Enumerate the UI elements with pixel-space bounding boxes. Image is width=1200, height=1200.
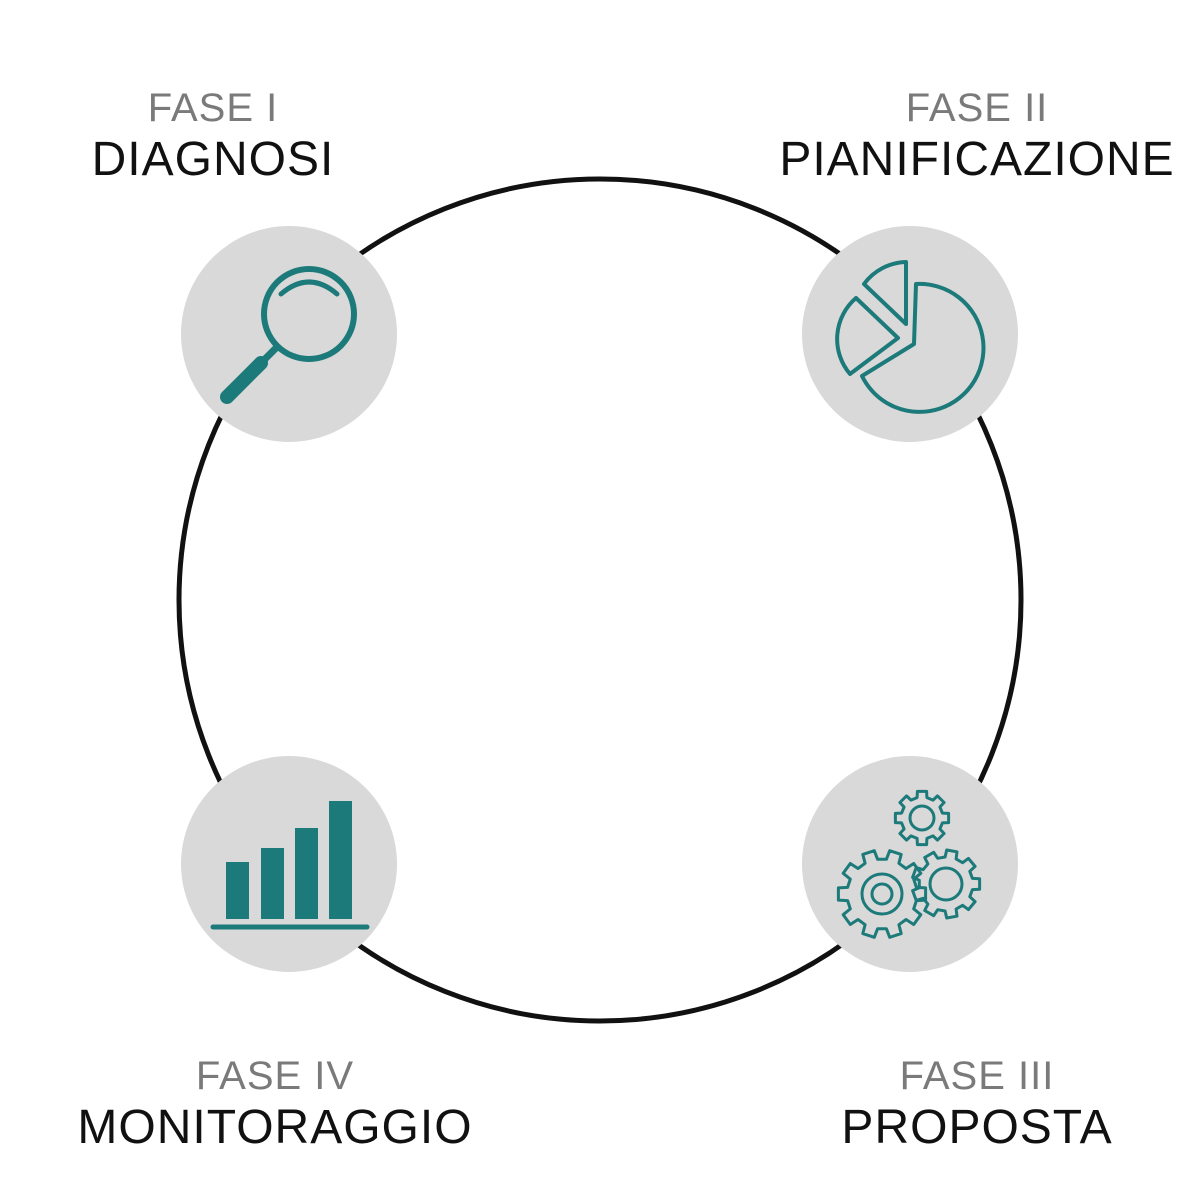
phase-3-number: FASE III: [899, 1054, 1055, 1098]
phase-4-name: MONITORAGGIO: [77, 1101, 473, 1154]
phase-2-name: PIANIFICAZIONE: [779, 133, 1175, 186]
phase-1-number: FASE I: [147, 86, 279, 130]
bar-chart-icon: [210, 801, 370, 930]
phase-3-name: PROPOSTA: [841, 1101, 1113, 1154]
pie-chart-icon: [835, 260, 986, 414]
phase-1-label: FASE I DIAGNOSI: [63, 88, 363, 184]
phase-2-number: FASE II: [905, 86, 1049, 130]
phase-4-icon-circle: [181, 756, 397, 972]
phase-2-label: FASE II PIANIFICAZIONE: [777, 88, 1177, 184]
phase-3-icon-circle: [802, 756, 1018, 972]
phase-3-label: FASE III PROPOSTA: [817, 1056, 1137, 1152]
phase-2-icon-circle: [802, 226, 1018, 442]
magnifying-glass-icon: [220, 266, 357, 404]
phase-4-number: FASE IV: [195, 1054, 355, 1098]
gears-icon: [836, 789, 982, 939]
phase-4-label: FASE IV MONITORAGGIO: [60, 1056, 490, 1152]
phase-1-icon-circle: [181, 226, 397, 442]
phase-1-name: DIAGNOSI: [91, 133, 335, 186]
